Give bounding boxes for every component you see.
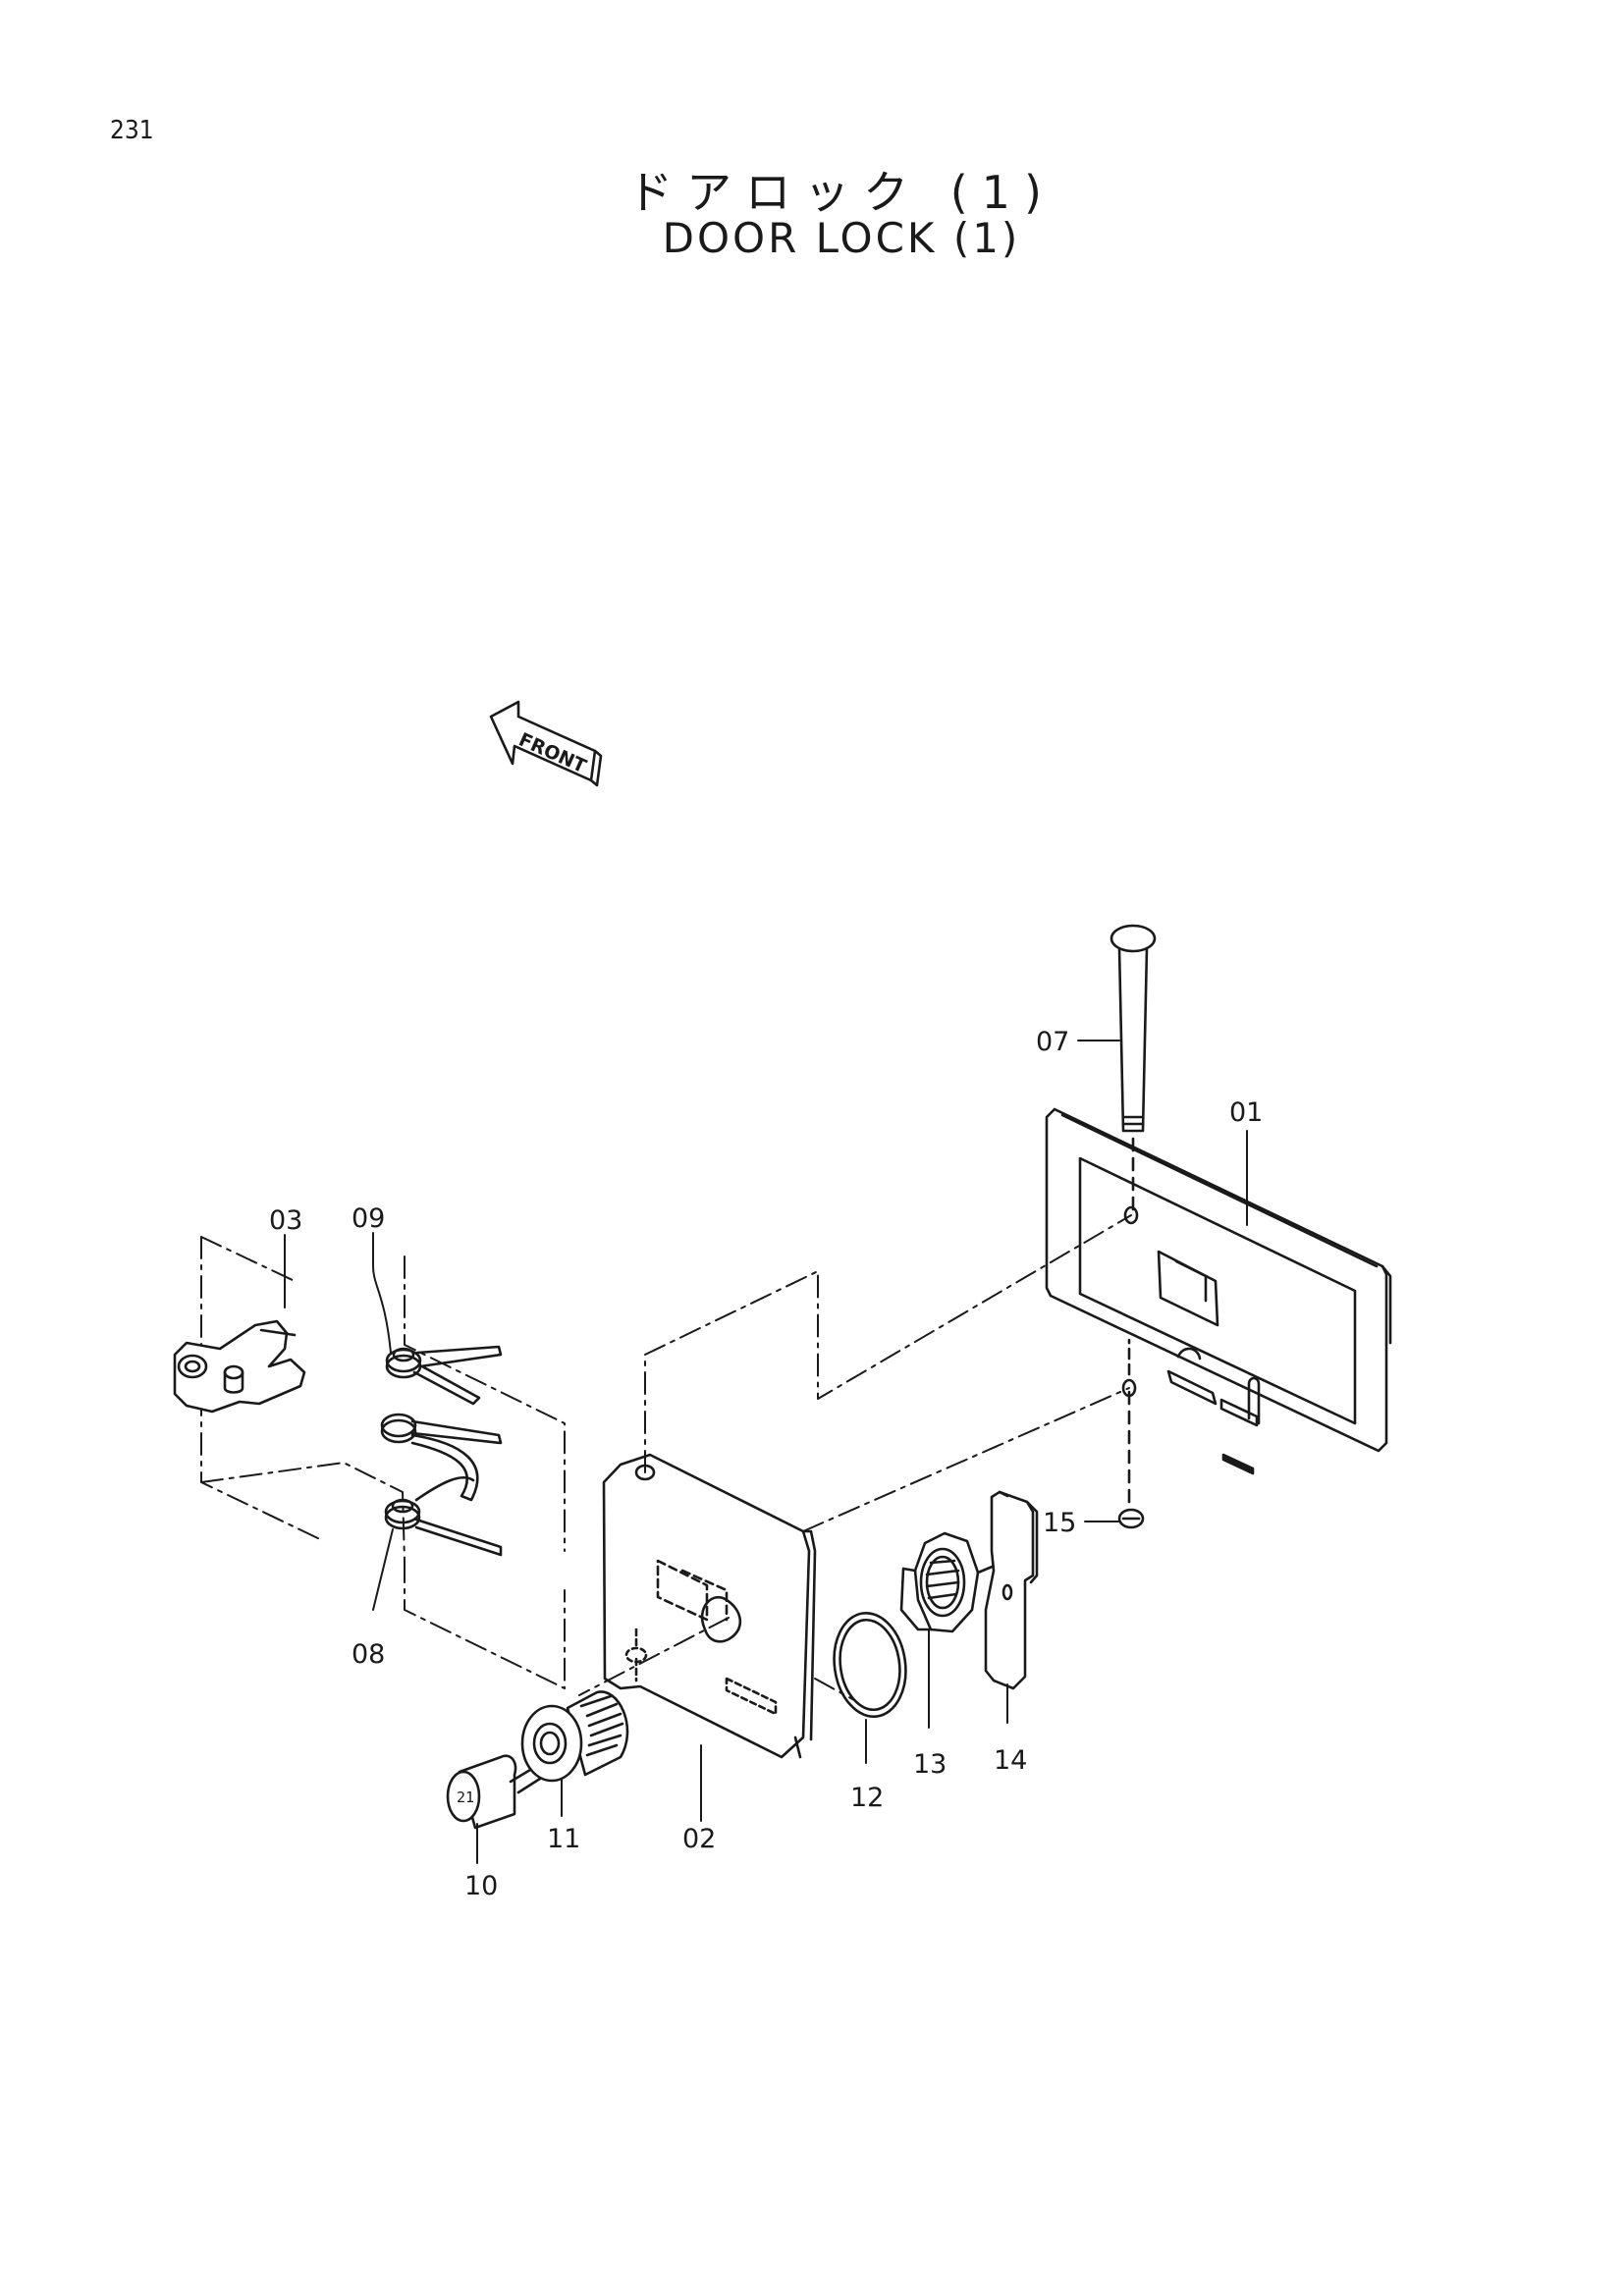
callout-leaders xyxy=(284,1040,1248,1864)
front-arrow-icon: FRONT xyxy=(489,700,603,787)
torsion-spring-lower xyxy=(384,1475,503,1557)
label-01: 01 xyxy=(1229,1097,1263,1128)
label-11: 11 xyxy=(547,1824,580,1854)
lock-body-plate xyxy=(602,1453,817,1759)
label-03: 03 xyxy=(269,1205,302,1236)
page-number: 231 xyxy=(110,116,154,145)
label-09: 09 xyxy=(352,1203,385,1234)
o-ring xyxy=(833,1611,907,1719)
label-15: 15 xyxy=(1043,1508,1076,1538)
torsion-spring-middle xyxy=(380,1413,503,1502)
key-head-mark: 21 xyxy=(457,1789,474,1806)
lock-cylinder-housing xyxy=(520,1690,629,1783)
label-14: 14 xyxy=(994,1745,1027,1776)
torsion-spring-upper xyxy=(385,1345,503,1406)
key-cylinder: 21 xyxy=(446,1754,542,1830)
label-10: 10 xyxy=(464,1871,498,1901)
title-japanese: ドアロック (1) xyxy=(627,166,1056,219)
latch-plate xyxy=(984,1490,1039,1690)
label-08: 08 xyxy=(352,1639,385,1670)
hex-nut xyxy=(899,1531,1008,1633)
lock-pin xyxy=(1110,924,1157,1211)
alignment-lines xyxy=(200,1214,1132,1701)
label-12: 12 xyxy=(850,1783,884,1813)
lock-lever xyxy=(173,1319,306,1414)
callout-labels: 07 01 03 09 15 08 02 11 10 12 13 14 xyxy=(269,1027,1263,1901)
label-07: 07 xyxy=(1036,1027,1069,1057)
label-13: 13 xyxy=(913,1749,947,1780)
label-02: 02 xyxy=(682,1824,716,1854)
retaining-ring xyxy=(1117,1390,1145,1529)
lock-housing-frame xyxy=(1045,1107,1392,1475)
title-english: DOOR LOCK (1) xyxy=(662,214,1021,262)
